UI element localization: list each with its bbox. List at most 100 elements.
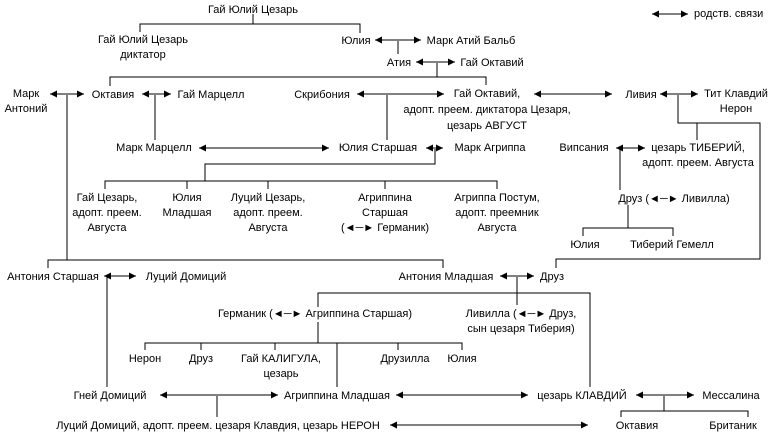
label-line: Августа	[477, 222, 517, 234]
label-line: Нерон	[128, 353, 162, 365]
label-line: Марк Атий Бальб	[426, 35, 516, 47]
label-line: адопт. преемник	[455, 207, 539, 219]
person-julia-younger: Юлия Младшая	[162, 191, 211, 221]
person-gaius-octavius-sr: Гай Октавий	[460, 56, 523, 71]
person-marcus-agrippa: Марк Агриппа	[454, 141, 525, 156]
label-line: Агриппина Младшая	[284, 390, 390, 402]
label-line: Мессалина	[702, 390, 760, 402]
person-caesar-dictator: Гай Юлий Цезарь диктатор	[98, 33, 188, 63]
label-line: Гай Юлий Цезарь	[97, 34, 189, 46]
label-line: Антоний	[4, 103, 48, 115]
label-line: Марк Агриппа	[454, 142, 526, 154]
label-line: Гай Юлий Цезарь	[207, 4, 299, 16]
person-drusilla: Друзилла	[380, 352, 429, 367]
descent-lines	[47, 14, 761, 417]
person-atia: Атия	[387, 56, 411, 71]
label-line: цезарь ТИБЕРИЙ,	[651, 142, 745, 154]
label-line: Випсания	[559, 142, 609, 154]
label-line: Гай КАЛИГУЛА,	[241, 353, 321, 365]
person-livilla: Ливилла (◄─► Друз, сын цезаря Тиберия)	[466, 307, 577, 337]
label-line: адопт. преем. Августа	[642, 157, 754, 169]
label-line: Ливия	[625, 89, 657, 101]
person-drusus-son: Друз	[189, 352, 213, 367]
person-antonia-younger: Антония Младшая	[399, 270, 494, 285]
person-gaius-caesar: Гай Цезарь, адопт. преем. Августа	[72, 191, 141, 236]
label-line: Антония Старшая	[7, 271, 99, 283]
person-vipsania: Випсания	[559, 141, 608, 156]
label-line: Нерон	[719, 103, 753, 115]
person-augustus: Гай Октавий, адопт. преем. диктатора Цез…	[403, 86, 570, 134]
label-line: Ливилла (◄─► Друз,	[465, 308, 577, 320]
person-octavia-claudia: Октавия	[616, 419, 658, 434]
person-gaius-marcellus: Гай Марцелл	[178, 88, 245, 103]
person-gnaeus-domitius: Гней Домиций	[74, 389, 147, 404]
person-mark-antony: Марк Антоний	[5, 87, 48, 117]
label-line: Августа	[248, 222, 288, 234]
person-agrippina-younger: Агриппина Младшая	[284, 389, 390, 404]
person-lucius-caesar: Луций Цезарь, адопт. преем. Августа	[231, 191, 306, 236]
label-line: Германик (◄─► Агриппина Старшая)	[217, 308, 413, 320]
label-line: родств. связи	[694, 8, 764, 20]
label-line: адопт. преем.	[72, 207, 142, 219]
person-julia-elder: Юлия Старшая	[339, 141, 417, 156]
person-lucius-domitius: Луций Домиций	[146, 270, 226, 285]
label-line: Юлия Старшая	[338, 142, 418, 154]
person-nero-son: Нерон	[129, 352, 161, 367]
label-line: Младшая	[162, 207, 212, 219]
label-line: Юлия	[341, 35, 371, 47]
person-livia: Ливия	[625, 88, 656, 103]
label-line: Юлия	[447, 353, 477, 365]
label-line: Юлия	[172, 192, 202, 204]
person-scribonia: Скрибония	[294, 88, 350, 103]
person-marcus-atius-balbus: Марк Атий Бальб	[427, 34, 516, 49]
person-tiberius: цезарь ТИБЕРИЙ, адопт. преем. Августа	[642, 141, 754, 171]
label-line: цезарь	[263, 368, 299, 380]
person-messalina: Мессалина	[702, 389, 759, 404]
label-line: сын цезаря Тиберия)	[467, 323, 575, 335]
person-julia: Юлия	[341, 34, 370, 49]
label-line: Юлия	[570, 239, 600, 251]
person-antonia-elder: Антония Старшая	[7, 270, 99, 285]
person-nero-emperor: Луций Домиций, адопт. преем. цезаря Клав…	[56, 419, 380, 434]
label-line: Друз (◄─► Ливилла)	[618, 193, 730, 205]
label-line: Агриппина	[358, 192, 412, 204]
legend-label: родств. связи	[694, 7, 763, 22]
person-agrippa-postumus: Агриппа Постум, адопт. преемник Августа	[454, 191, 539, 236]
label-line: Друзилла	[380, 353, 430, 365]
label-line: Атия	[386, 57, 412, 69]
label-line: Агриппа Постум,	[454, 192, 540, 204]
person-claudius: цезарь КЛАВДИЙ	[537, 389, 626, 404]
label-line: Тиберий Гемелл	[630, 239, 714, 251]
label-line: Гай Цезарь,	[76, 192, 138, 204]
person-caligula: Гай КАЛИГУЛА, цезарь	[241, 352, 321, 382]
label-line: Гней Домиций	[73, 390, 147, 402]
label-line: Луций Домиций	[145, 271, 227, 283]
label-line: Старшая	[362, 207, 408, 219]
label-line: Скрибония	[294, 89, 350, 101]
label-line: Марк Марцелл	[116, 142, 192, 154]
label-line: Августа	[87, 222, 127, 234]
label-line: Гай Октавий,	[453, 88, 521, 100]
label-line: адопт. преем.	[233, 207, 303, 219]
label-line: адопт. преем. диктатора Цезаря,	[403, 104, 571, 116]
label-line: Октавия	[91, 89, 135, 101]
person-tiberius-gemellus: Тиберий Гемелл	[630, 238, 714, 253]
label-line: Луций Цезарь,	[230, 192, 306, 204]
person-julia-daughter-of-drusus: Юлия	[570, 238, 599, 253]
person-drusus-sr: Друз	[540, 270, 564, 285]
person-octavia-sister: Октавия	[92, 88, 134, 103]
person-agrippina-elder: Агриппина Старшая (◄─► Германик)	[341, 191, 429, 236]
person-gaius-julius-caesar: Гай Юлий Цезарь	[208, 3, 298, 18]
label-line: Тит Клавдий	[704, 88, 768, 100]
label-line: Гай Марцелл	[177, 89, 245, 101]
label-line: Друз	[540, 271, 564, 283]
label-line: цезарь АВГУСТ	[446, 120, 528, 132]
person-drusus-and-livilla: Друз (◄─► Ливилла)	[618, 192, 729, 207]
person-julia-livilla: Юлия	[447, 352, 476, 367]
label-line: Британик	[709, 420, 757, 432]
label-line: диктатор	[120, 49, 166, 61]
kinship-arrows	[50, 10, 698, 429]
label-line: Антония Младшая	[398, 271, 494, 283]
